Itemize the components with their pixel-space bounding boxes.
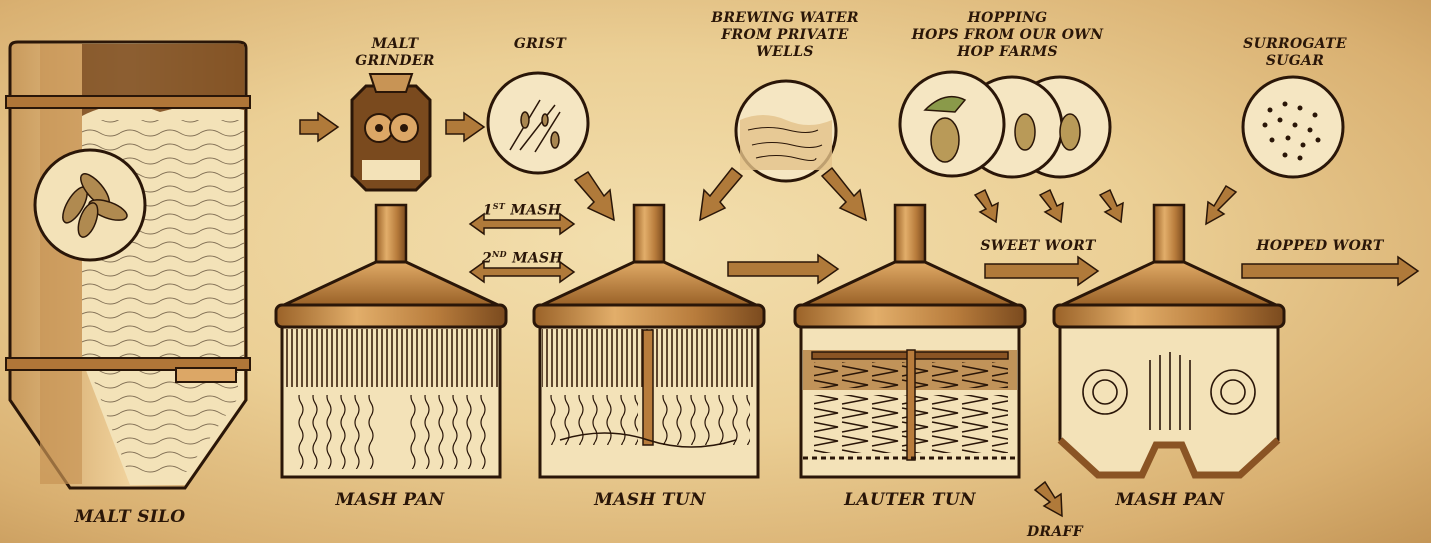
label-surrogate-sugar-line-1: SURROGATE [1240, 36, 1350, 53]
arrow-tun-to-lauter [728, 255, 838, 283]
label-hopping: HOPPING HOPS FROM OUR OWN HOP FARMS [905, 10, 1110, 61]
label-hopping-line-2: HOPS FROM OUR OWN [905, 27, 1110, 44]
label-sweet-wort: SWEET WORT [978, 238, 1098, 255]
label-draff: DRAFF [1020, 524, 1090, 541]
arrow-hops-2 [1040, 190, 1063, 222]
label-malt-grinder-line-2: GRINDER [340, 53, 450, 70]
surrogate-sugar-circle [1243, 77, 1343, 177]
label-surrogate-sugar-line-2: SUGAR [1240, 53, 1350, 70]
malt-silo [6, 42, 250, 488]
label-hopped-wort: HOPPED WORT [1250, 238, 1390, 255]
grist-circle [488, 73, 588, 173]
label-vessel-mash-pan-1: MASH PAN [320, 492, 460, 509]
label-brewing-water-line-2: FROM PRIVATE [700, 27, 870, 44]
label-second-mash: 2ND MASH [482, 246, 562, 268]
label-malt-grinder: MALT GRINDER [340, 36, 450, 70]
malt-grinder [352, 74, 430, 190]
arrow-hopped-wort [1242, 257, 1418, 285]
label-brewing-water-line-3: WELLS [700, 44, 870, 61]
arrow-hops-1 [975, 190, 998, 222]
arrow-grinder-to-grist [446, 113, 484, 141]
vessel-mash-tun [534, 205, 764, 477]
label-hopping-line-1: HOPPING [905, 10, 1110, 27]
label-brewing-water: BREWING WATER FROM PRIVATE WELLS [700, 10, 870, 61]
label-hopping-line-3: HOP FARMS [905, 44, 1110, 61]
label-vessel-mash-pan-2: MASH PAN [1100, 492, 1240, 509]
arrow-grist-down [575, 172, 614, 220]
arrow-water-right [822, 168, 866, 220]
hops-circles [900, 72, 1110, 177]
arrow-sweet-wort [985, 257, 1098, 285]
label-grist: GRIST [495, 36, 585, 53]
label-malt-grinder-line-1: MALT [340, 36, 450, 53]
arrow-water-left [700, 168, 742, 220]
brewing-water-circle [736, 81, 836, 181]
label-first-mash: 1ST MASH [482, 198, 562, 220]
arrow-draff [1035, 482, 1062, 516]
label-surrogate-sugar: SURROGATE SUGAR [1240, 36, 1350, 70]
label-malt-silo: MALT SILO [60, 509, 200, 526]
arrow-sugar-down [1206, 186, 1236, 224]
label-brewing-water-line-1: BREWING WATER [700, 10, 870, 27]
arrow-silo-to-grinder [300, 113, 338, 141]
label-vessel-mash-tun: MASH TUN [580, 492, 720, 509]
arrow-hops-3 [1100, 190, 1123, 222]
label-vessel-lauter-tun: LAUTER TUN [835, 492, 985, 509]
vessel-mash-pan-1 [276, 205, 506, 477]
